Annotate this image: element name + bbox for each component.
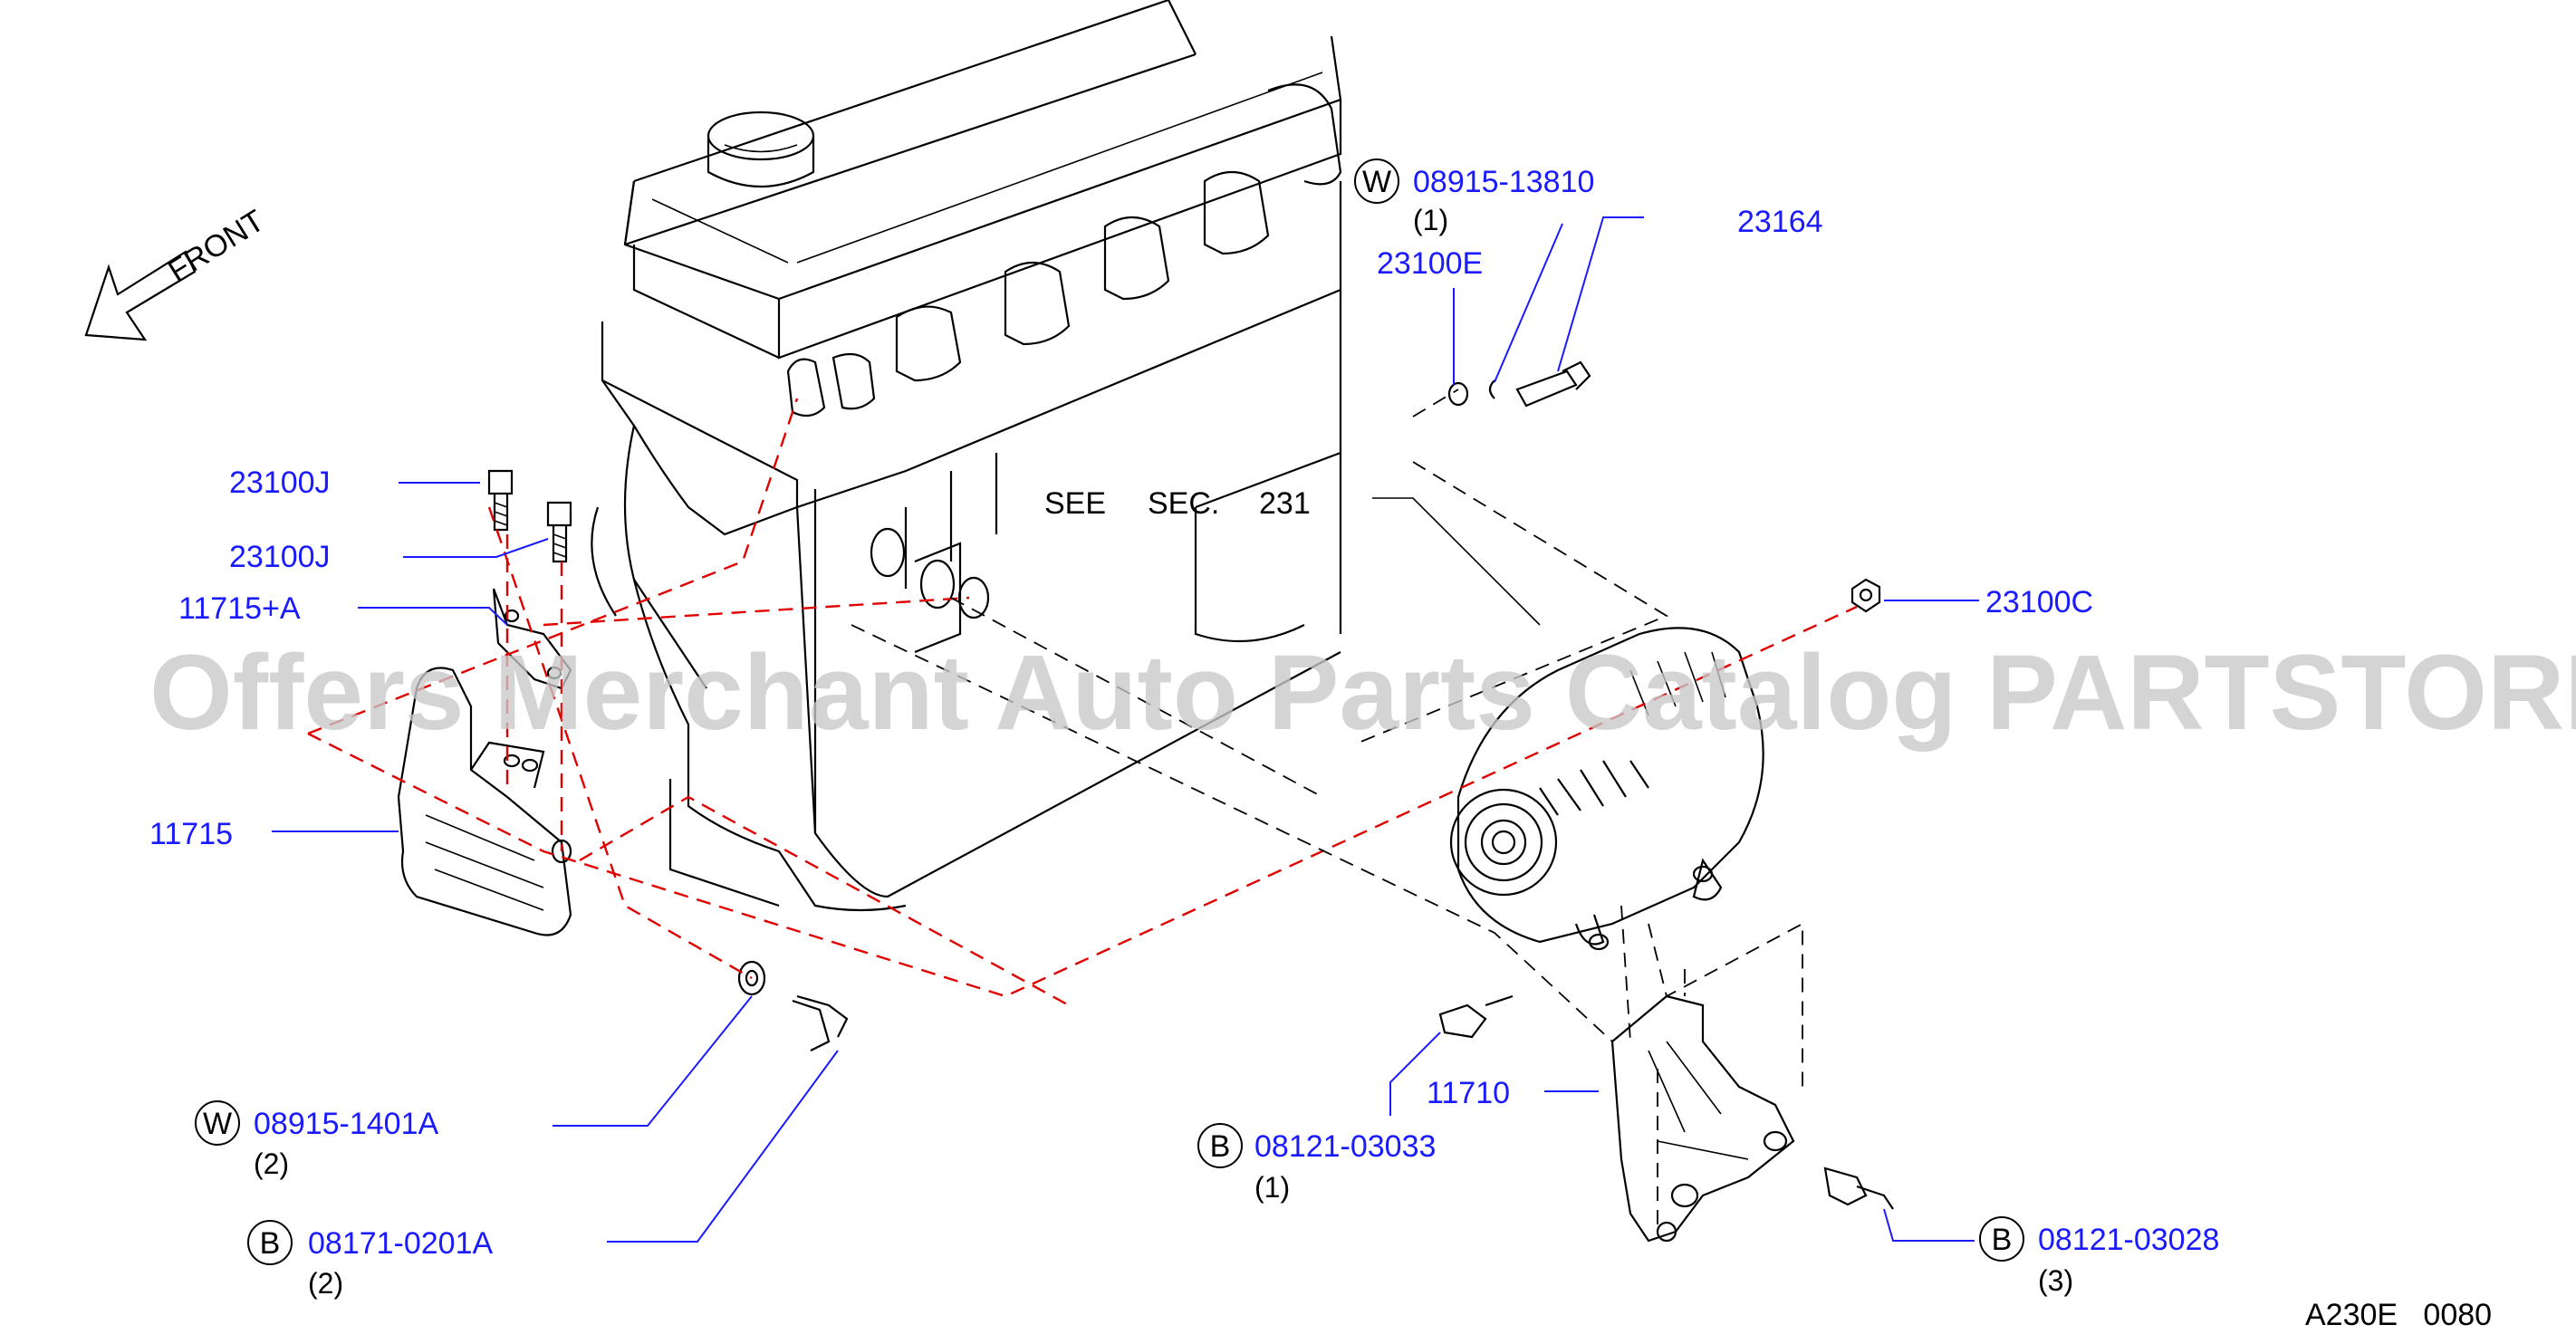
part-label-23100e[interactable]: 23100E (1377, 246, 1483, 281)
leader-lines (272, 216, 1979, 1243)
alternator-bracket-11710 (1438, 994, 1894, 1243)
qty-08915-13810: (1) (1413, 204, 1448, 236)
part-label-23100j-upper[interactable]: 23100J (229, 466, 331, 500)
see-section-reference[interactable]: SEE SEC. 231 (1044, 486, 1311, 521)
bracket-11715a (492, 588, 572, 690)
mounting-bracket-11715 (397, 667, 572, 936)
part-label-23100c[interactable]: 23100C (1985, 585, 2093, 619)
part-label-08121-03033[interactable]: 08121-03033 (1254, 1129, 1436, 1164)
alternator-drawing (1449, 627, 1764, 951)
part-label-23100j-lower[interactable]: 23100J (229, 540, 331, 574)
diagram-code: A230E 0080 (2305, 1298, 2492, 1332)
callout-w-08915-1401a[interactable]: W (195, 1100, 240, 1146)
phantom-lines-red (307, 398, 1858, 1007)
part-label-23164[interactable]: 23164 (1737, 205, 1823, 239)
part-label-08915-13810[interactable]: 08915-13810 (1413, 165, 1594, 199)
callout-letter: B (1210, 1129, 1231, 1164)
qty-08171-0201a: (2) (308, 1267, 343, 1300)
watermark: Offers Merchant Auto Parts Catalog PARTS… (149, 633, 2576, 753)
front-direction-arrow: FRONT (84, 204, 271, 341)
callout-letter: B (1992, 1223, 2013, 1257)
phantom-lines-black (851, 389, 1803, 1232)
callout-w-08915-13810[interactable]: W (1354, 158, 1399, 204)
part-label-11715a[interactable]: 11715+A (178, 591, 301, 626)
front-label: FRONT (162, 204, 270, 289)
see-label: SEE (1044, 486, 1106, 521)
upper-right-fasteners (1447, 360, 1881, 613)
callout-letter: W (1362, 165, 1391, 199)
callout-b-08171-0201a[interactable]: B (247, 1220, 293, 1265)
callout-letter: B (260, 1226, 281, 1261)
engine-block-drawing (591, 0, 1342, 912)
washer-and-bolt-lower (737, 960, 849, 1051)
callout-b-08121-03028[interactable]: B (1979, 1216, 2024, 1262)
part-label-08171-0201a[interactable]: 08171-0201A (308, 1226, 494, 1261)
callout-b-08121-03033[interactable]: B (1197, 1123, 1243, 1168)
part-label-11715[interactable]: 11715 (149, 817, 233, 851)
callout-letter: W (203, 1107, 232, 1141)
sec-number: 231 (1259, 486, 1311, 521)
qty-08121-03033: (1) (1254, 1171, 1290, 1204)
part-label-08915-1401a[interactable]: 08915-1401A (254, 1107, 439, 1141)
part-label-11710[interactable]: 11710 (1427, 1076, 1510, 1110)
qty-08915-1401a: (2) (254, 1147, 289, 1180)
sec-label: SEC. (1148, 486, 1219, 521)
part-label-08121-03028[interactable]: 08121-03028 (2038, 1223, 2219, 1257)
qty-08121-03028: (3) (2038, 1264, 2073, 1297)
bolt-23100j-pair (487, 469, 572, 563)
